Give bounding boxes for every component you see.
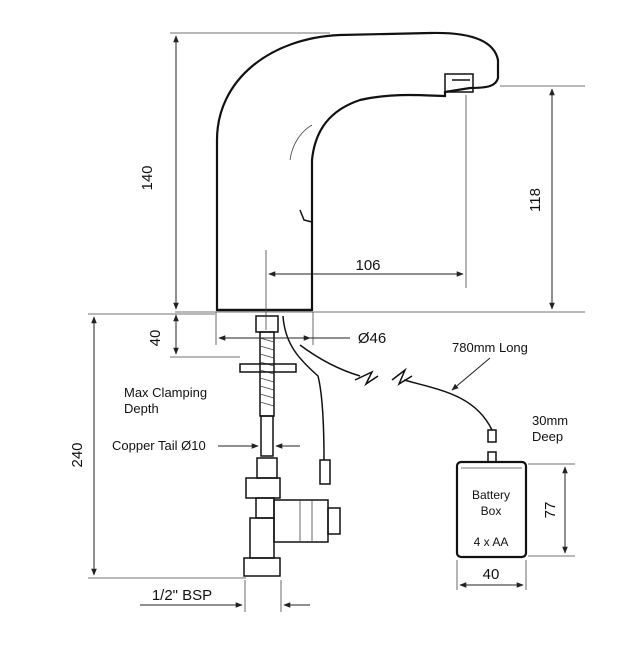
callout-copper-tail: Copper Tail Ø10 bbox=[112, 438, 300, 453]
dim-77: 77 bbox=[542, 502, 559, 519]
dim-o46: Ø46 bbox=[358, 330, 386, 347]
label-depth-2: Deep bbox=[532, 429, 563, 444]
dim-40-box: 40 bbox=[483, 566, 500, 583]
label-copper-tail: Copper Tail Ø10 bbox=[112, 438, 206, 453]
dim-118: 118 bbox=[527, 188, 544, 212]
fixing-assembly bbox=[239, 315, 341, 577]
label-cable-length: 780mm Long bbox=[452, 340, 528, 355]
label-max-clamping-2: Depth bbox=[124, 401, 159, 416]
callout-cable-length: 780mm Long bbox=[451, 340, 528, 391]
dimension-reach: 106 bbox=[265, 95, 467, 330]
battery-box-line3: 4 x AA bbox=[474, 535, 509, 549]
dimension-spout-height: 140 bbox=[139, 32, 330, 310]
battery-box-line2: Box bbox=[481, 504, 502, 518]
dim-140: 140 bbox=[139, 165, 156, 190]
dimension-box-width: 40 bbox=[456, 560, 527, 590]
dimension-box-height: 77 bbox=[528, 463, 575, 557]
dimension-below-deck: 240 bbox=[69, 313, 246, 579]
tap-body bbox=[175, 31, 585, 313]
solenoid-valve bbox=[273, 499, 329, 543]
dim-thread: 1/2" BSP bbox=[152, 587, 212, 604]
battery-box-line1: Battery bbox=[472, 488, 510, 502]
battery-box: Battery Box 4 x AA bbox=[455, 451, 528, 559]
dim-106: 106 bbox=[355, 257, 380, 274]
dim-240: 240 bbox=[69, 442, 86, 467]
spout-outlet bbox=[444, 73, 474, 93]
callout-box-depth: 30mm Deep bbox=[532, 413, 568, 444]
label-max-clamping-1: Max Clamping bbox=[124, 385, 207, 400]
dimension-body-diameter: Ø46 bbox=[215, 312, 386, 347]
dim-40-clamp: 40 bbox=[147, 330, 164, 347]
dimension-outlet-height: 118 bbox=[500, 85, 585, 310]
label-depth-1: 30mm bbox=[532, 413, 568, 428]
battery-cable bbox=[299, 344, 497, 443]
dimension-thread: 1/2" BSP bbox=[140, 580, 310, 612]
callout-max-clamping: Max Clamping Depth bbox=[124, 385, 207, 416]
dimension-clamp-depth: 40 bbox=[147, 314, 240, 358]
